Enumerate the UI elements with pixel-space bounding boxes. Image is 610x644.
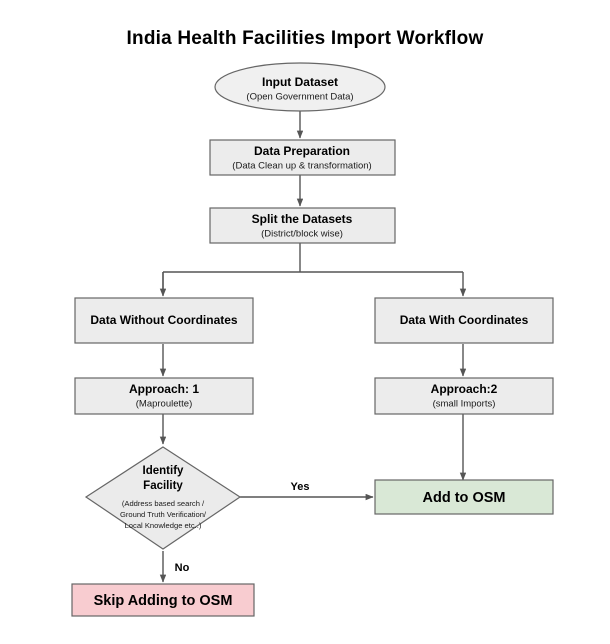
node-add-to-osm[interactable]: Add to OSM — [374, 479, 554, 515]
approach-two-title: Approach:2 — [431, 382, 498, 396]
identify-facility-title-line2: Facility — [143, 480, 183, 492]
node-data-preparation[interactable]: Data Preparation (Data Clean up & transf… — [209, 139, 396, 176]
node-data-with-coordinates[interactable]: Data With Coordinates — [374, 297, 554, 344]
page-title: India Health Facilities Import Workflow — [127, 28, 484, 49]
split-datasets-title: Split the Datasets — [252, 212, 353, 226]
node-approach-two[interactable]: Approach:2 (small Imports) — [374, 377, 554, 415]
approach-one-shape — [74, 377, 254, 415]
data-without-coordinates-title: Data Without Coordinates — [90, 313, 238, 327]
node-data-without-coordinates[interactable]: Data Without Coordinates — [74, 297, 254, 344]
approach-one-title: Approach: 1 — [129, 382, 199, 396]
input-dataset-subtitle: (Open Government Data) — [246, 92, 353, 103]
input-dataset-shape — [214, 62, 386, 112]
add-to-osm-title: Add to OSM — [423, 490, 506, 506]
split-datasets-shape — [209, 207, 396, 244]
data-preparation-subtitle: (Data Clean up & transformation) — [232, 161, 371, 172]
identify-facility-sub-line2: Ground Truth Verification/ — [120, 510, 207, 519]
identify-facility-shape — [84, 446, 242, 550]
node-skip-adding-to-osm[interactable]: Skip Adding to OSM — [71, 583, 255, 617]
approach-two-subtitle: (small Imports) — [433, 399, 496, 410]
edge-split-bus — [162, 243, 463, 292]
data-without-coordinates-shape — [74, 297, 254, 344]
identify-facility-sub-line3: Local Knowledge etc..) — [125, 521, 202, 530]
node-input-dataset[interactable]: Input Dataset (Open Government Data) — [214, 62, 386, 112]
data-preparation-title: Data Preparation — [254, 144, 350, 158]
edge-label-no: No — [175, 562, 190, 574]
approach-one-subtitle: (Maproulette) — [136, 399, 193, 410]
input-dataset-title: Input Dataset — [262, 75, 338, 89]
identify-facility-title-line1: Identify — [143, 465, 184, 477]
data-preparation-shape — [209, 139, 396, 176]
node-split-datasets[interactable]: Split the Datasets (District/block wise) — [209, 207, 396, 244]
data-with-coordinates-title: Data With Coordinates — [400, 313, 529, 327]
split-datasets-subtitle: (District/block wise) — [261, 229, 343, 240]
node-identify-facility[interactable]: Identify Facility (Address based search … — [84, 446, 242, 550]
node-approach-one[interactable]: Approach: 1 (Maproulette) — [74, 377, 254, 415]
data-with-coordinates-shape — [374, 297, 554, 344]
approach-two-shape — [374, 377, 554, 415]
skip-adding-to-osm-title: Skip Adding to OSM — [94, 593, 233, 609]
add-to-osm-shape — [374, 479, 554, 515]
identify-facility-sub-line1: (Address based search / — [122, 499, 205, 508]
edge-label-yes: Yes — [291, 481, 310, 493]
edge-group — [159, 108, 467, 583]
skip-adding-to-osm-shape — [71, 583, 255, 617]
